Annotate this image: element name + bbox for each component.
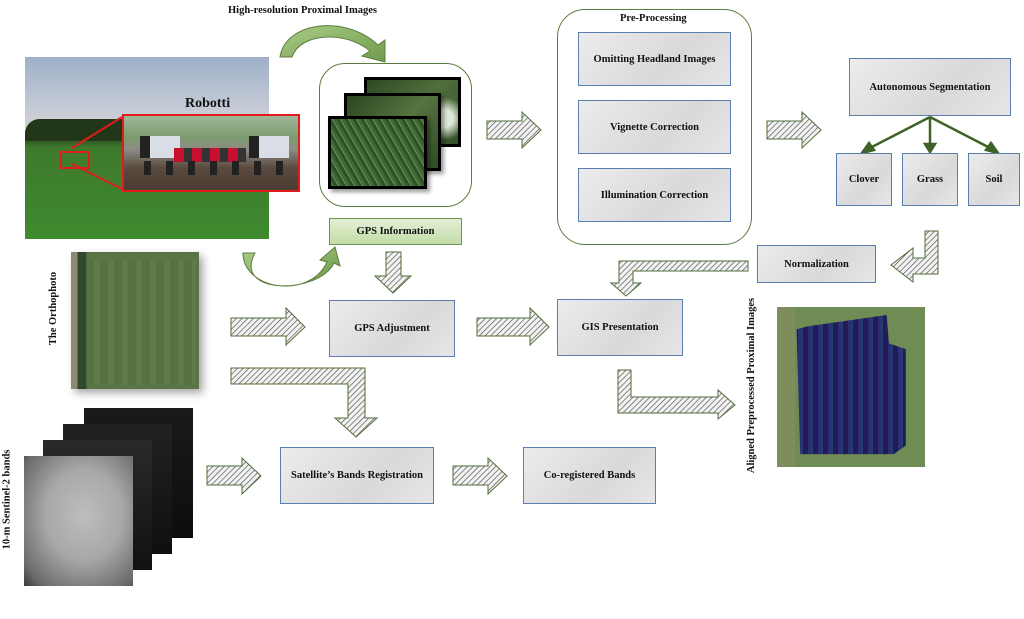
tree-head-grass (922, 142, 938, 155)
class-clover-box: Clover (836, 153, 892, 206)
proximal-images-label: High-resolution Proximal Images (228, 5, 377, 16)
robot-module-right (249, 136, 289, 158)
arrow-segmentation-to-normalization (890, 230, 939, 284)
tree-head-soil (983, 140, 1001, 156)
arrow-ortho-to-satellite (230, 367, 379, 438)
robot-module-left (140, 136, 180, 158)
arrow-gps-to-gis (476, 306, 550, 347)
arrow-ortho-to-gps (230, 306, 306, 347)
class-grass-box: Grass (902, 153, 958, 206)
step-illumination-correction: Illumination Correction (578, 168, 731, 222)
curved-arrow-bottom (242, 246, 341, 287)
sentinel-label: 10-m Sentinel-2 bands (1, 449, 13, 550)
arrow-normalization-to-gis (609, 260, 749, 297)
step-vignette-correction: Vignette Correction (578, 100, 731, 154)
gps-information-box: GPS Information (329, 218, 462, 245)
gps-adjustment-box: GPS Adjustment (329, 300, 455, 357)
zoom-lines (71, 116, 123, 190)
arrow-gis-to-aligned (617, 369, 736, 421)
tree-head-clover (859, 140, 877, 156)
preprocessing-title: Pre-Processing (620, 13, 687, 24)
arrow-to-preprocessing (486, 110, 542, 150)
normalization-box: Normalization (757, 245, 876, 283)
aligned-images-label: Aligned Preprocessed Proximal Images (746, 297, 758, 474)
orthophoto-label: The Orthophoto (48, 271, 60, 346)
satellite-registration-box: Satellite’s Bands Registration (280, 447, 434, 504)
arrow-to-segmentation (766, 110, 822, 150)
aligned-overlay (796, 315, 906, 455)
arrow-to-gps-adjustment (373, 251, 413, 294)
class-soil-box: Soil (968, 153, 1020, 206)
robot-seeders (174, 148, 246, 162)
robot-location-marker (60, 151, 90, 169)
tree-line-soil (929, 115, 993, 151)
step-omitting-headland: Omitting Headland Images (578, 32, 731, 86)
aligned-images-map (777, 307, 925, 467)
sentinel-band-1 (24, 456, 133, 586)
robot-closeup-photo (122, 114, 300, 192)
robot-label: Robotti (185, 96, 231, 111)
orthophoto-image (71, 252, 199, 389)
gis-presentation-box: GIS Presentation (557, 299, 683, 356)
tree-line-clover (867, 115, 931, 151)
tree-line (25, 119, 145, 141)
coregistered-bands-box: Co-registered Bands (523, 447, 656, 504)
robot-wheels (144, 161, 284, 175)
autonomous-segmentation-box: Autonomous Segmentation (849, 58, 1011, 116)
arrow-satellite-to-coregistered (452, 456, 508, 496)
curved-arrow-top (279, 25, 386, 63)
orthophoto-field (86, 260, 196, 385)
proximal-image-1 (328, 116, 427, 189)
arrow-sentinel-to-satellite (206, 456, 262, 496)
